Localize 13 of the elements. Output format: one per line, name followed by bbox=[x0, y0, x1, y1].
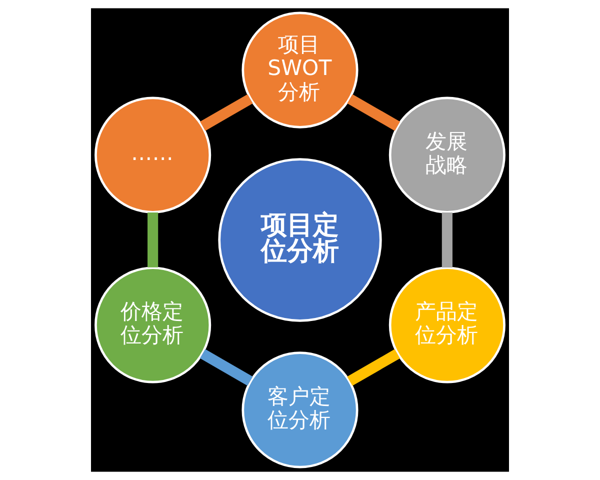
connector bbox=[148, 212, 158, 268]
node-circle: 价格定位分析 bbox=[94, 266, 212, 384]
node-circle: 客户定位分析 bbox=[242, 352, 358, 468]
connector bbox=[347, 349, 400, 386]
connector bbox=[200, 94, 253, 131]
connector bbox=[200, 349, 253, 386]
node-circle: …… bbox=[94, 96, 212, 214]
node-circle: 发展战略 bbox=[388, 96, 506, 214]
connector bbox=[347, 94, 400, 131]
node-circle: 项目SWOT分析 bbox=[242, 12, 358, 128]
connector bbox=[442, 212, 452, 268]
node-circle: 产品定位分析 bbox=[388, 266, 506, 384]
node-circle: 项目定位分析 bbox=[218, 158, 382, 322]
